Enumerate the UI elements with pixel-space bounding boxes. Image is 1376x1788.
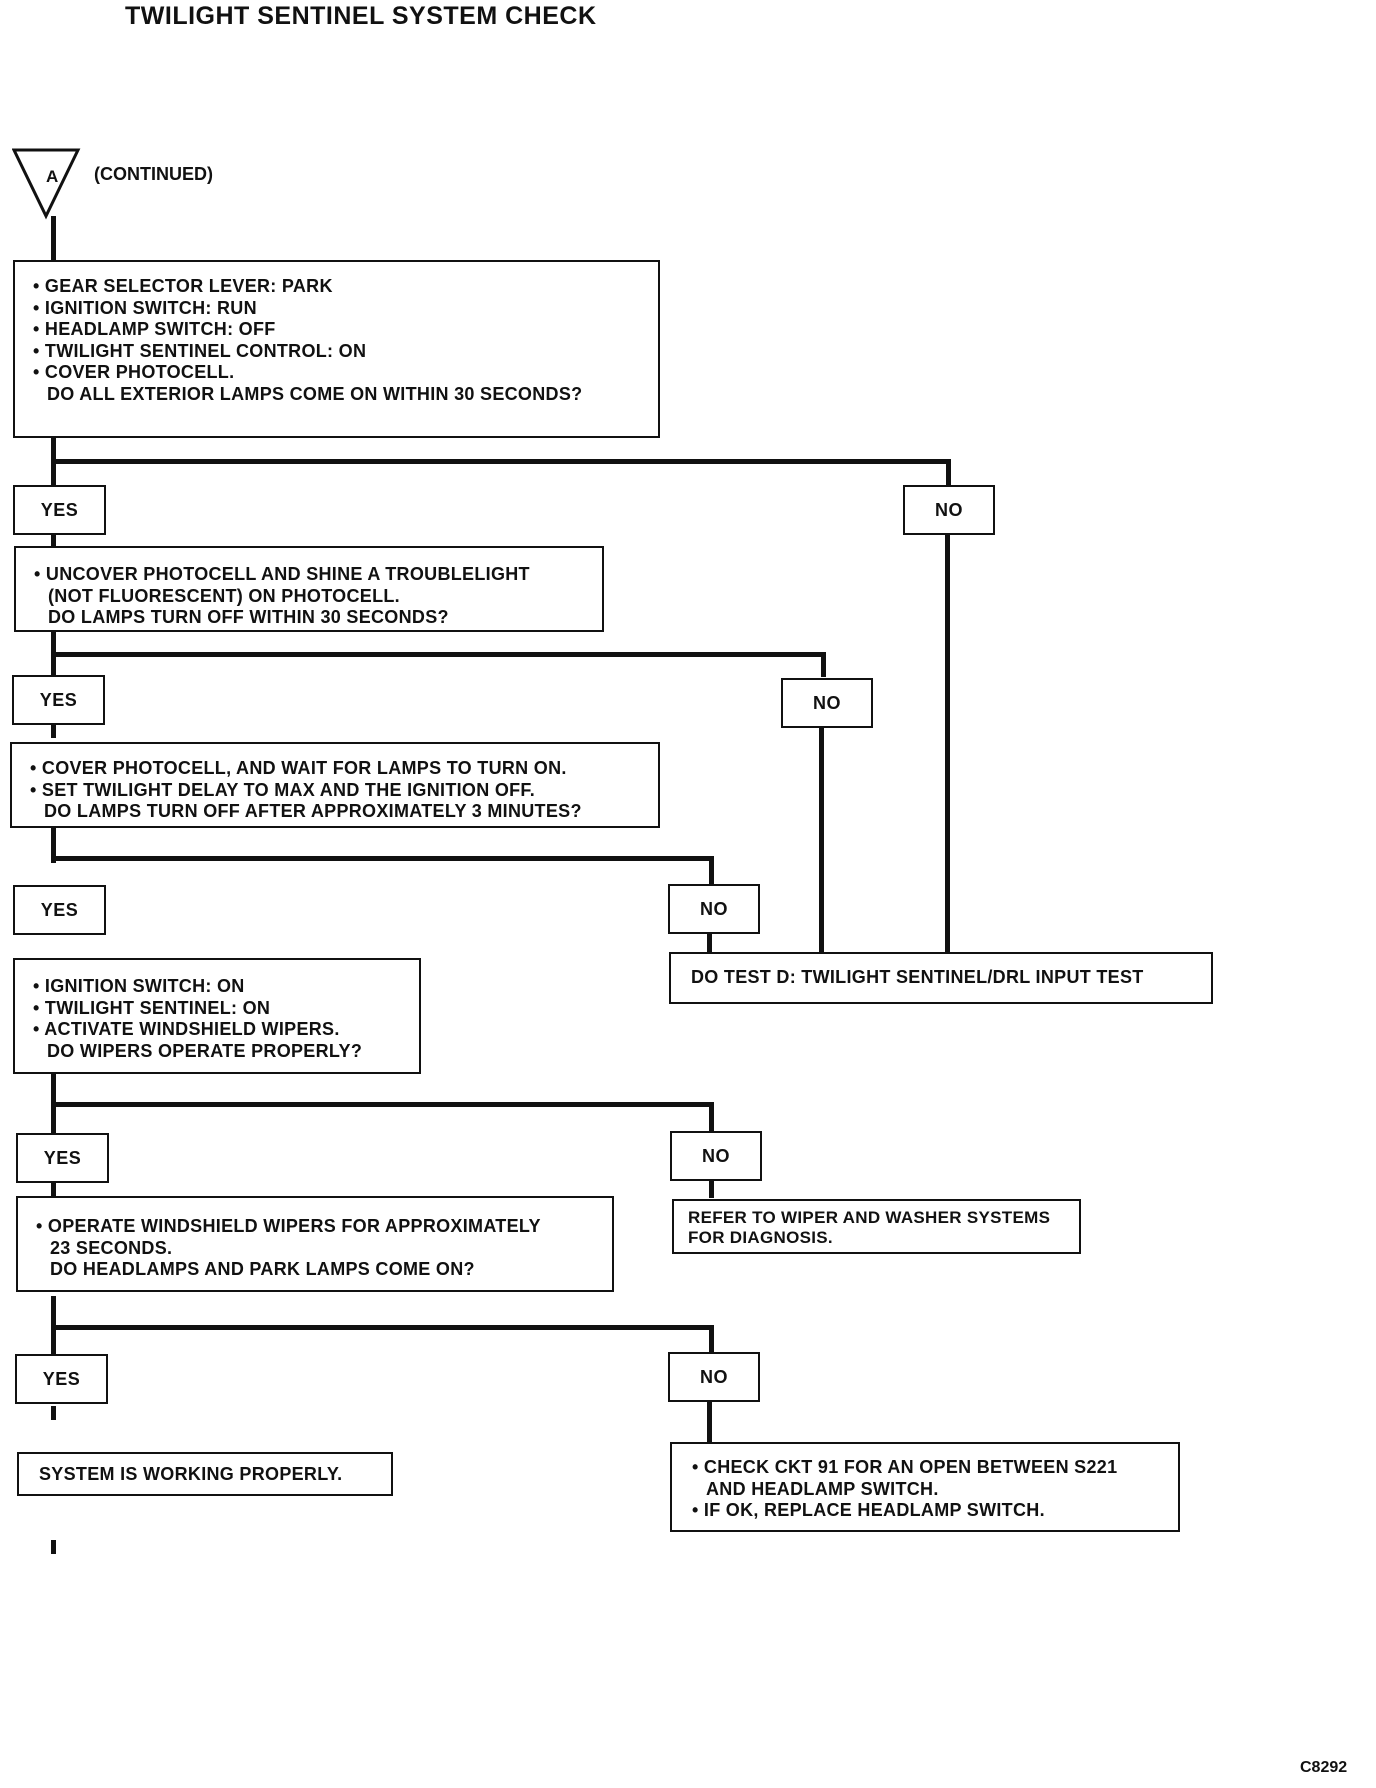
branch-line — [709, 1179, 714, 1198]
yes-tag: YES — [13, 485, 106, 535]
connector-line — [51, 1540, 56, 1554]
step-line: • TWILIGHT SENTINEL CONTROL: ON — [33, 340, 367, 361]
outcome-working: SYSTEM IS WORKING PROPERLY. — [17, 1452, 393, 1496]
yes-tag: YES — [15, 1354, 108, 1404]
branch-line — [946, 459, 951, 487]
branch-line — [51, 652, 826, 657]
step-question: DO WIPERS OPERATE PROPERLY? — [47, 1040, 363, 1061]
step-line: • COVER PHOTOCELL. — [33, 362, 235, 382]
connector-line — [51, 216, 56, 262]
step-line: • GEAR SELECTOR LEVER: PARK — [33, 276, 333, 296]
outcome-text: • CHECK CKT 91 FOR AN OPEN BETWEEN S221 — [692, 1457, 1118, 1477]
outcome-text: DO TEST D: TWILIGHT SENTINEL/DRL INPUT T… — [691, 967, 1144, 987]
connector-line — [51, 1182, 56, 1196]
connector-label: A — [46, 167, 59, 186]
no-tag: NO — [668, 884, 760, 934]
step-line: • COVER PHOTOCELL, AND WAIT FOR LAMPS TO… — [30, 758, 567, 778]
step-line: 23 SECONDS. — [50, 1237, 173, 1258]
no-tag: NO — [668, 1352, 760, 1402]
branch-line — [819, 724, 824, 954]
yes-tag: YES — [16, 1133, 109, 1183]
branch-line — [709, 856, 714, 884]
step-line: (NOT FLUORESCENT) ON PHOTOCELL. — [48, 585, 400, 606]
branch-line — [709, 1325, 714, 1355]
figure-code: C8292 — [1300, 1759, 1348, 1776]
step-question: DO LAMPS TURN OFF AFTER APPROXIMATELY 3 … — [44, 801, 582, 821]
connector-line — [51, 724, 56, 738]
no-tag: NO — [670, 1131, 762, 1181]
page-title: TWILIGHT SENTINEL SYSTEM CHECK — [125, 2, 597, 30]
step-line: • HEADLAMP SWITCH: OFF — [33, 319, 276, 339]
connector-note: (CONTINUED) — [94, 164, 213, 184]
outcome-text: REFER TO WIPER AND WASHER SYSTEMS — [688, 1208, 1051, 1227]
step-line: • TWILIGHT SENTINEL: ON — [33, 997, 271, 1018]
step-line: • UNCOVER PHOTOCELL AND SHINE A TROUBLEL… — [34, 564, 530, 584]
step-line: • OPERATE WINDSHIELD WIPERS FOR APPROXIM… — [36, 1216, 541, 1236]
step-line: • SET TWILIGHT DELAY TO MAX AND THE IGNI… — [30, 779, 536, 800]
branch-line — [51, 459, 951, 464]
branch-line — [945, 532, 950, 954]
branch-line — [51, 1102, 714, 1107]
step-line: • IGNITION SWITCH: RUN — [33, 297, 257, 318]
no-tag: NO — [903, 485, 995, 535]
connector-line — [51, 1406, 56, 1420]
branch-line — [51, 1325, 714, 1330]
outcome-test-d: DO TEST D: TWILIGHT SENTINEL/DRL INPUT T… — [669, 952, 1213, 1004]
branch-line — [821, 652, 826, 677]
step-box-1: • GEAR SELECTOR LEVER: PARK • IGNITION S… — [13, 260, 660, 438]
outcome-ckt91: • CHECK CKT 91 FOR AN OPEN BETWEEN S221 … — [670, 1442, 1180, 1532]
outcome-text: • IF OK, REPLACE HEADLAMP SWITCH. — [692, 1500, 1045, 1520]
outcome-text: FOR DIAGNOSIS. — [688, 1228, 833, 1247]
step-box-5: • OPERATE WINDSHIELD WIPERS FOR APPROXIM… — [16, 1196, 614, 1292]
step-line: • ACTIVATE WINDSHIELD WIPERS. — [33, 1019, 340, 1039]
branch-line — [707, 1400, 712, 1444]
connector-line — [51, 828, 56, 863]
branch-line — [709, 1102, 714, 1132]
outcome-text: SYSTEM IS WORKING PROPERLY. — [39, 1464, 343, 1484]
step-question: DO LAMPS TURN OFF WITHIN 30 SECONDS? — [48, 607, 449, 627]
step-box-3: • COVER PHOTOCELL, AND WAIT FOR LAMPS TO… — [10, 742, 660, 828]
outcome-text: AND HEADLAMP SWITCH. — [706, 1478, 939, 1499]
branch-line — [707, 930, 712, 954]
connector-line — [51, 534, 56, 548]
step-box-4: • IGNITION SWITCH: ON • TWILIGHT SENTINE… — [13, 958, 421, 1074]
step-box-2: • UNCOVER PHOTOCELL AND SHINE A TROUBLEL… — [14, 546, 604, 632]
yes-tag: YES — [13, 885, 106, 935]
yes-tag: YES — [12, 675, 105, 725]
no-tag: NO — [781, 678, 873, 728]
step-question: DO HEADLAMPS AND PARK LAMPS COME ON? — [50, 1259, 475, 1279]
connector-triangle-icon — [12, 148, 81, 220]
outcome-wiper-ref: REFER TO WIPER AND WASHER SYSTEMS FOR DI… — [672, 1199, 1081, 1254]
step-question: DO ALL EXTERIOR LAMPS COME ON WITHIN 30 … — [47, 383, 583, 404]
step-line: • IGNITION SWITCH: ON — [33, 976, 245, 996]
branch-line — [51, 856, 714, 861]
